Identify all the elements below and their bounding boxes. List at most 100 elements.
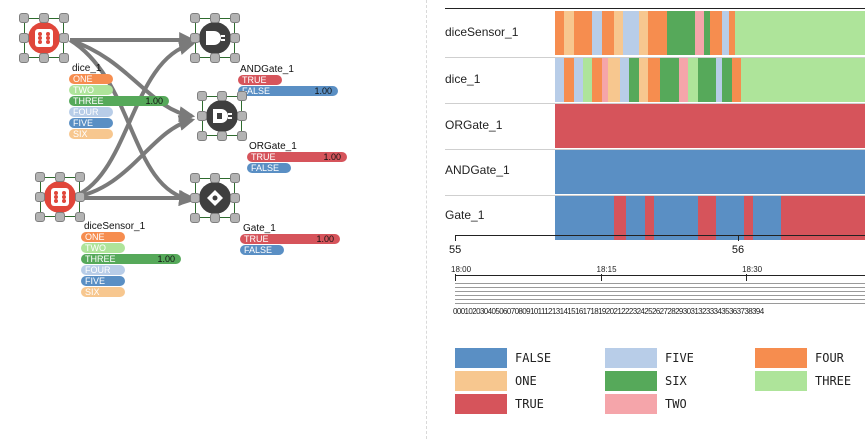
port-handle[interactable] [210, 173, 220, 183]
timeline-segment-five[interactable] [592, 11, 602, 55]
timeline-segment-four[interactable] [728, 11, 736, 55]
timeline-segment-two[interactable] [679, 58, 689, 102]
timeline-segment-true[interactable] [744, 196, 754, 240]
port-handle[interactable] [230, 173, 240, 183]
timeline-segment-four[interactable] [592, 58, 602, 102]
node-dice-1[interactable] [19, 13, 69, 63]
timeline-segment-false[interactable] [555, 196, 615, 240]
timeline-segment-false[interactable] [654, 196, 699, 240]
timeline-segment-six[interactable] [660, 58, 680, 102]
timeline-segment-four[interactable] [564, 58, 575, 102]
timeline-segment-six[interactable] [629, 58, 640, 102]
timeline-segment-one[interactable] [613, 11, 624, 55]
timeline-track-gate-1[interactable] [555, 196, 865, 240]
port-handle[interactable] [190, 33, 200, 43]
timeline-segment-five[interactable] [555, 58, 565, 102]
timeline-segment-five[interactable] [716, 58, 723, 102]
port-handle[interactable] [230, 193, 240, 203]
timeline-track-or-gate-1[interactable] [555, 104, 865, 148]
timeline-segment-five[interactable] [623, 11, 640, 55]
timeline-segment-six[interactable] [697, 58, 717, 102]
timeline-track-dice-sensor-1[interactable] [555, 11, 865, 55]
timeline-segment-one[interactable] [638, 58, 649, 102]
timeline-segment-true[interactable] [613, 196, 627, 240]
port-handle[interactable] [39, 53, 49, 63]
port-handle[interactable] [190, 53, 200, 63]
timeline-segment-four[interactable] [710, 11, 723, 55]
timeline-segment-true[interactable] [555, 104, 865, 148]
timeline-segment-six[interactable] [722, 58, 733, 102]
port-handle[interactable] [210, 53, 220, 63]
timeline-segment-four[interactable] [601, 11, 615, 55]
node-dice-sensor-1[interactable] [35, 172, 85, 222]
port-handle[interactable] [237, 131, 247, 141]
timeline-segment-false[interactable] [626, 196, 646, 240]
port-handle[interactable] [210, 213, 220, 223]
timeline-segment-two[interactable] [694, 11, 705, 55]
timeline-segment-true[interactable] [781, 196, 865, 240]
port-handle[interactable] [35, 172, 45, 182]
node-or-gate-1[interactable] [197, 91, 247, 141]
port-handle[interactable] [237, 111, 247, 121]
timeline-segment-two[interactable] [601, 58, 609, 102]
port-handle[interactable] [190, 213, 200, 223]
value-pill-label: TRUE [242, 75, 267, 85]
timeline-segment-four[interactable] [648, 11, 668, 55]
port-handle[interactable] [55, 212, 65, 222]
port-handle[interactable] [217, 131, 227, 141]
port-handle[interactable] [197, 111, 207, 121]
timeline-segment-five[interactable] [620, 58, 630, 102]
port-handle[interactable] [59, 13, 69, 23]
port-handle[interactable] [59, 53, 69, 63]
timeline-track-dice-1[interactable] [555, 58, 865, 102]
timeline-segment-three[interactable] [734, 11, 865, 55]
timeline-segment-three[interactable] [582, 58, 593, 102]
timeline-segment-true[interactable] [697, 196, 717, 240]
timeline-segment-six[interactable] [703, 11, 711, 55]
port-handle[interactable] [210, 13, 220, 23]
port-handle[interactable] [197, 131, 207, 141]
port-handle[interactable] [19, 53, 29, 63]
port-handle[interactable] [35, 192, 45, 202]
port-handle[interactable] [35, 212, 45, 222]
timeline-segment-six[interactable] [666, 11, 695, 55]
port-handle[interactable] [217, 91, 227, 101]
port-handle[interactable] [19, 33, 29, 43]
timeline-segment-four[interactable] [731, 58, 742, 102]
timeline-segment-one[interactable] [564, 11, 575, 55]
port-handle[interactable] [75, 172, 85, 182]
timeline-segment-three[interactable] [688, 58, 699, 102]
timeline-row-label: ORGate_1 [445, 118, 503, 132]
timeline-segment-five[interactable] [573, 58, 584, 102]
port-handle[interactable] [197, 91, 207, 101]
timeline-segment-false[interactable] [716, 196, 745, 240]
node-and-gate-1[interactable] [190, 13, 240, 63]
node-gate-1[interactable] [190, 173, 240, 223]
port-handle[interactable] [230, 53, 240, 63]
timeline-segment-five[interactable] [722, 11, 730, 55]
port-handle[interactable] [190, 173, 200, 183]
timeline-segment-four[interactable] [573, 11, 593, 55]
port-handle[interactable] [75, 192, 85, 202]
port-handle[interactable] [190, 193, 200, 203]
timeline-segment-four[interactable] [555, 11, 565, 55]
port-handle[interactable] [59, 33, 69, 43]
timeline-segment-four[interactable] [648, 58, 661, 102]
timeline-segment-one[interactable] [638, 11, 649, 55]
port-handle[interactable] [75, 212, 85, 222]
port-handle[interactable] [230, 33, 240, 43]
port-handle[interactable] [19, 13, 29, 23]
timeline-segment-true[interactable] [644, 196, 655, 240]
port-handle[interactable] [190, 13, 200, 23]
timeline-segment-false[interactable] [555, 150, 865, 194]
timeline-segment-false[interactable] [753, 196, 782, 240]
port-handle[interactable] [230, 13, 240, 23]
port-handle[interactable] [55, 172, 65, 182]
port-handle[interactable] [230, 213, 240, 223]
timeline-segment-three[interactable] [741, 58, 865, 102]
timeline-segment-one[interactable] [607, 58, 621, 102]
port-handle[interactable] [39, 13, 49, 23]
port-handle[interactable] [237, 91, 247, 101]
timeline-track-and-gate-1[interactable] [555, 150, 865, 194]
